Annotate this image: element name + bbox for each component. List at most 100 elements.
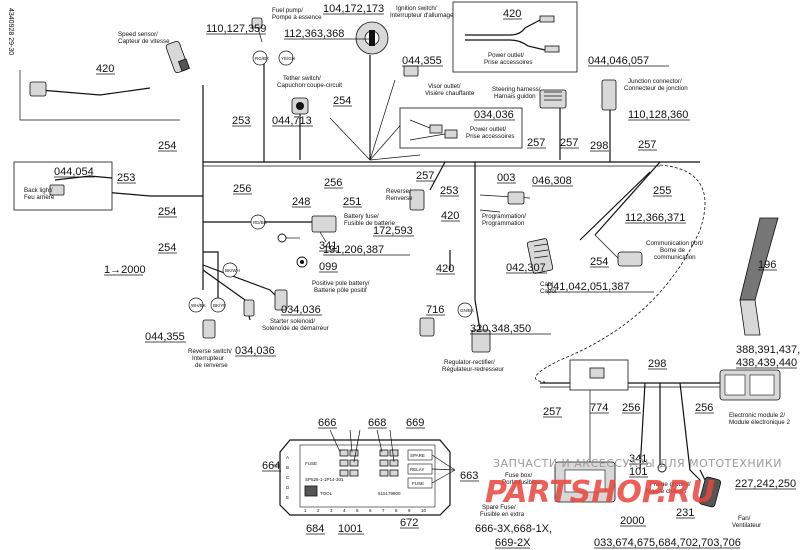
fusebox-number-7: 7 (382, 508, 385, 513)
label-frame-ground-2: Masse châssis (646, 488, 687, 495)
component-labels: Speed sensor/ Capteur de vitesse Fuel pu… (24, 5, 790, 529)
callout-110-127-359: 110,127,359 (206, 23, 266, 35)
fusebox-tag-spare: SPARE (410, 453, 425, 458)
callout-227-242-250: 227,242,250 (735, 478, 796, 490)
fusebox-letter-e: E (286, 495, 289, 500)
wire-code-gn-bk: GN/BK (460, 308, 474, 313)
callout-341-b: 341 (629, 453, 647, 465)
callout-669-2x: 669-2X (495, 537, 531, 549)
fusebox-number-4: 4 (343, 508, 346, 513)
callout-254-left2: 254 (158, 206, 176, 218)
callout-033-706: 033,674,675,684,702,703,706 (594, 537, 741, 549)
programmation-connector-icon (507, 191, 525, 205)
callout-112-366-371: 112,366,371 (625, 212, 685, 224)
steering-harness-icon (539, 89, 567, 109)
terminal-716-icon (419, 317, 435, 337)
label-back-light-2: Feu arrière (24, 194, 55, 201)
callout-257-low: 257 (543, 406, 561, 418)
callout-044-355-top: 044,355 (402, 55, 442, 67)
callout-420-top-left: 420 (96, 63, 114, 75)
callout-251: 251 (343, 196, 361, 208)
callout-042-307: 042,307 (506, 262, 546, 274)
fusebox-number-9: 9 (408, 508, 411, 513)
watermark: ЗАПЧАСТИ И АКСЕССУАРЫ ДЛЯ МОТОТЕХНИКИ PA… (485, 457, 782, 510)
label-power-outlet-top-1: Power outlet/ (488, 52, 524, 59)
callout-420-top-right: 420 (503, 8, 521, 20)
callout-255: 255 (653, 185, 671, 197)
visor-outlet-icon (403, 65, 419, 77)
callout-666-3x: 666-3X,668-1X, (475, 523, 552, 535)
watermark-brand: PARTSHOP.RU (485, 475, 715, 510)
fusebox-number-8: 8 (395, 508, 398, 513)
label-junction-1: Junction connector/ (628, 78, 682, 85)
callout-420-mid: 420 (441, 210, 459, 222)
label-battery-fuse-2: Fusible de batterie (344, 220, 395, 227)
fusebox-tag-fuse: FUSE (305, 461, 317, 466)
label-reverse-switch-2: Interrupteur (192, 355, 224, 362)
battery-fuse-icon (311, 215, 337, 243)
fuel-pump-icon (251, 17, 263, 43)
label-fuse-box-1: Fuse box/ (505, 472, 532, 479)
callout-041-042-051-387: 041,042,051,387 (547, 281, 630, 293)
label-steering-2: Harnais guidon (494, 93, 536, 100)
label-module-2: Module électronique 2 (729, 419, 790, 426)
reverse-connector-icon (409, 189, 425, 211)
callout-388-437: 388,391,437, (736, 344, 800, 356)
callout-256-low1: 256 (622, 402, 640, 414)
wire-code-markers: RG/BK YE/GN RD/BK BK/WH WH/BK BK/YE GN/B… (188, 50, 474, 318)
fusebox-part-left: SP526-1-1P14-301 (305, 477, 344, 482)
fusebox-number-3: 3 (330, 508, 333, 513)
callout-716: 716 (426, 304, 444, 316)
label-starter-1: Starter solenoid/ (270, 318, 315, 325)
callout-2000: 2000 (620, 515, 644, 527)
tether-switch-icon (291, 97, 309, 115)
callout-044-713: 044,713 (272, 115, 312, 127)
label-fuse-box-2: Porte-fusibles (502, 479, 540, 486)
label-visor-2: Visière chauffante (425, 90, 475, 97)
label-power-outlet-mid-2: Prise accessoires (466, 133, 515, 140)
label-regulator-1: Regulator-rectifier/ (444, 359, 495, 366)
label-fuel-pump-2: Pompe à essence (272, 14, 322, 21)
fuse-box-panel: A B C D E 1 2 3 4 5 6 7 8 9 10 FUSE TOOL… (272, 429, 456, 516)
watermark-text: ЗАПЧАСТИ И АКСЕССУАРЫ ДЛЯ МОТОТЕХНИКИ (493, 457, 782, 470)
callout-663: 663 (460, 470, 478, 482)
fusebox-part-right: 515179800 (378, 491, 401, 496)
label-speed-sensor-1: Speed sensor/ (118, 31, 158, 38)
speed-sensor-icon (165, 40, 190, 74)
label-regulator-2: Régulateur-redresseur (442, 366, 504, 373)
label-spare-fuse-2: Fusible en extra (480, 511, 525, 518)
label-fan-1: Fan/ (738, 515, 751, 522)
label-positive-pole-2: Batterie pôle positif (314, 287, 367, 294)
callout-1001: 1001 (338, 523, 362, 535)
fusebox-number-1: 1 (304, 508, 307, 513)
callout-254-top: 254 (333, 95, 351, 107)
wire-code-ye-gn: YE/GN (281, 56, 295, 61)
regulator-icon (471, 329, 491, 353)
label-reverse-1: Reverse/ (386, 188, 411, 195)
wire-code-bk-wh: BK/WH (225, 268, 240, 273)
callout-774: 774 (590, 402, 608, 414)
label-ignition-1: Ignition switch/ (396, 5, 437, 12)
callout-254-left1: 254 (158, 140, 176, 152)
main-harness (79, 55, 720, 491)
callout-298-low: 298 (648, 358, 666, 370)
callout-668: 668 (368, 417, 386, 429)
callout-110-128-360: 110,128,360 (628, 109, 688, 121)
label-battery-fuse-1: Battery fuse/ (344, 213, 379, 220)
label-junction-2: Connecteur de jonction (624, 85, 688, 92)
fusebox-letter-d: D (286, 485, 290, 490)
fusebox-number-2: 2 (317, 508, 320, 513)
callout-669: 669 (406, 417, 424, 429)
callout-672: 672 (400, 517, 418, 529)
fusebox-letter-b: B (286, 465, 289, 470)
label-comm-port-2: Borne de (660, 247, 686, 254)
junction-connector-icon (601, 79, 617, 111)
callout-257-c: 257 (638, 139, 656, 151)
callout-044-046-057: 044,046,057 (588, 55, 649, 67)
label-back-light-1: Back light/ (24, 187, 53, 194)
callout-191-206-387: 191,206,387 (323, 244, 384, 256)
fusebox-number-10: 10 (421, 508, 427, 513)
relay-774-icon (569, 359, 629, 391)
callout-099: 099 (319, 261, 337, 273)
callout-034-036-top: 034,036 (474, 109, 514, 121)
